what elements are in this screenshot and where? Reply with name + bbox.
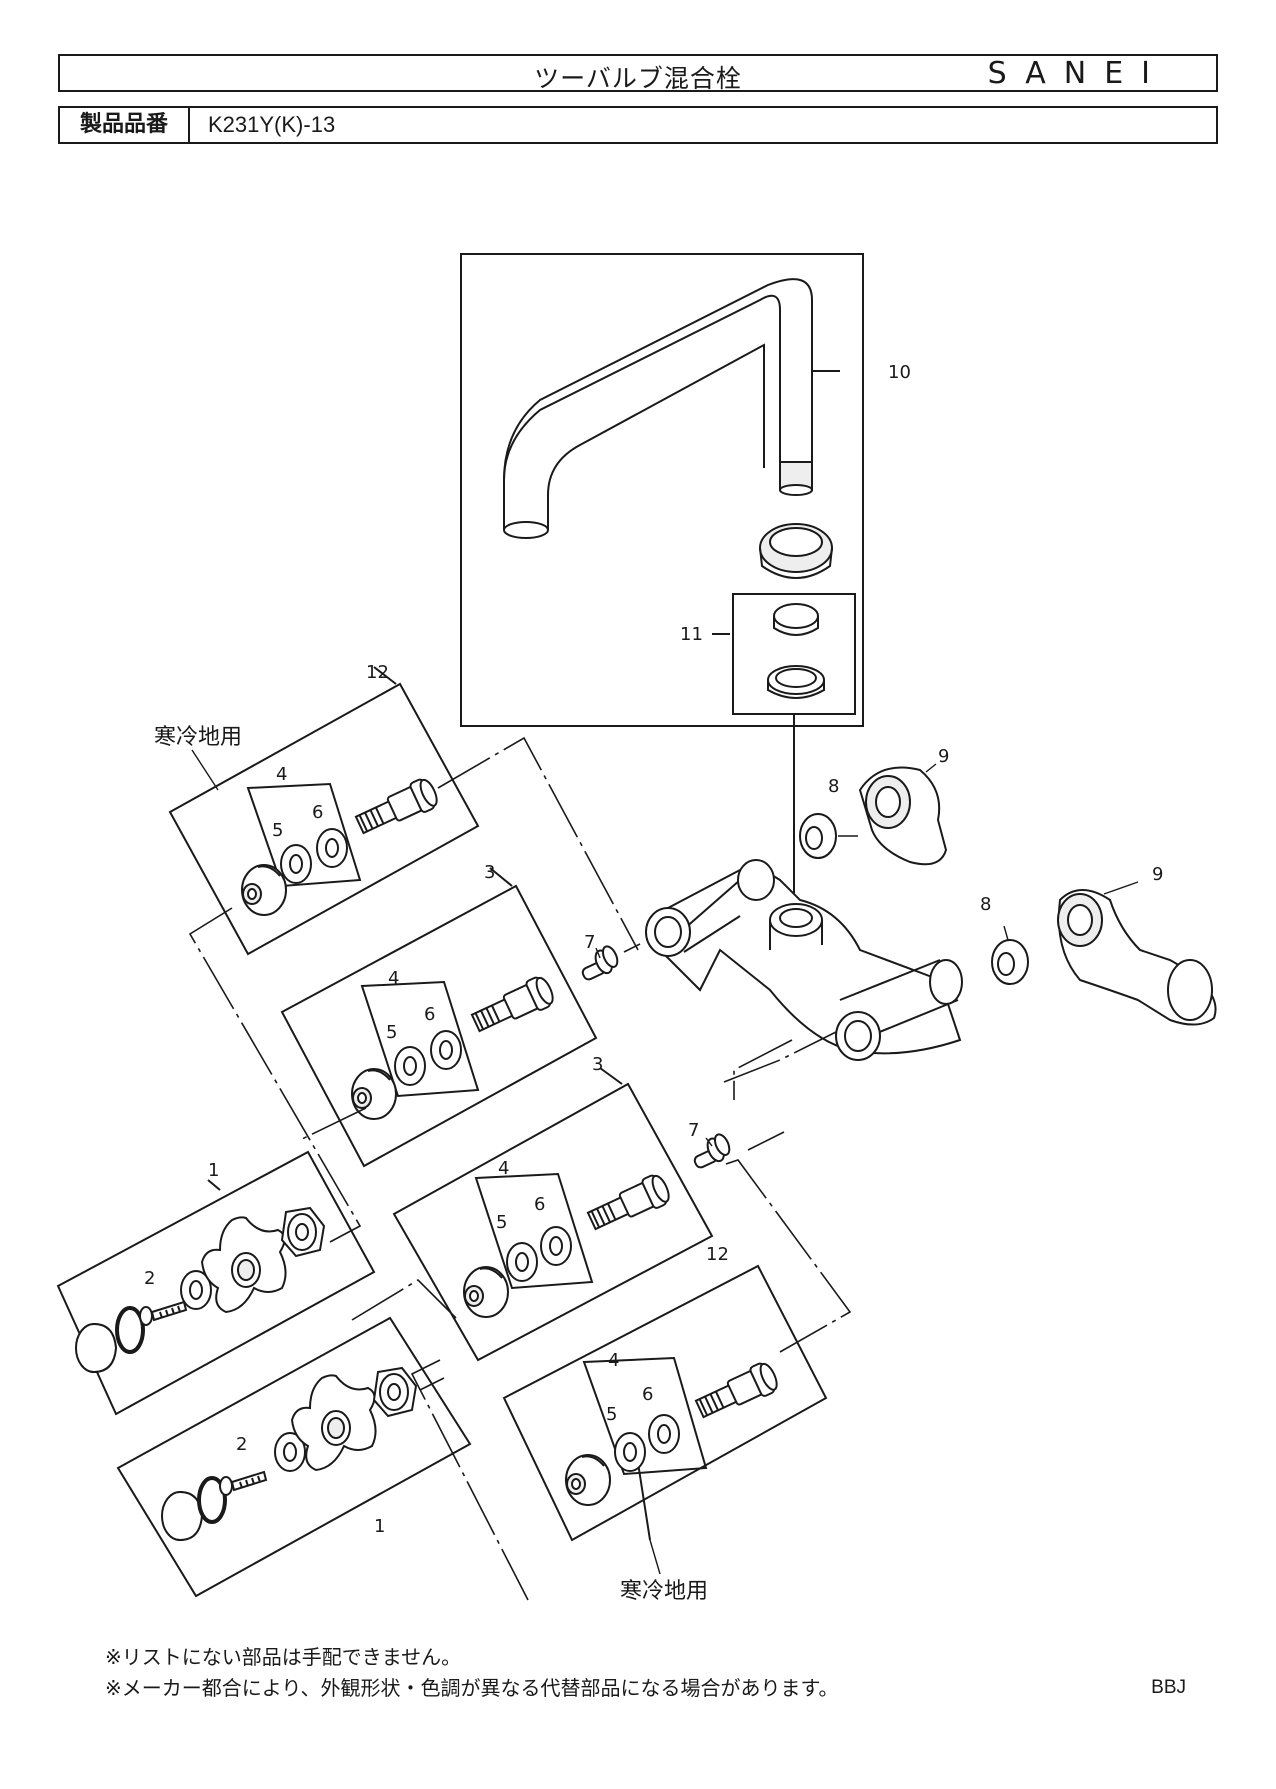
- callouts: 10 11 12 4 5 6 3 4 5 6 7 8 9 8 9 3 7 1 2…: [144, 362, 1163, 1537]
- callout-4: 4: [498, 1158, 509, 1179]
- callout-6: 6: [534, 1194, 545, 1215]
- callout-5: 5: [496, 1212, 507, 1233]
- callout-4: 4: [276, 764, 287, 785]
- part-6-washer: [316, 828, 348, 868]
- callout-2-lower: 2: [236, 1434, 247, 1455]
- spout-box: [460, 253, 864, 727]
- part-12-spindle: [354, 774, 442, 839]
- label-cold-region-bottom: 寒冷地用: [620, 1579, 708, 1604]
- part-9-lower: [1057, 889, 1217, 1026]
- callout-5: 5: [272, 820, 283, 841]
- callout-11: 11: [680, 624, 703, 645]
- label-cold-region-top: 寒冷地用: [154, 725, 242, 750]
- spout-nut: [759, 523, 833, 579]
- callout-5: 5: [386, 1022, 397, 1043]
- product-title: ツーバルブ混合栓: [534, 64, 742, 93]
- callout-12-lower: 12: [706, 1244, 729, 1265]
- callout-7-lower: 7: [688, 1120, 699, 1141]
- callout-1-upper: 1: [208, 1160, 219, 1181]
- callout-3-lower: 3: [592, 1054, 603, 1075]
- part-number-value: K231Y(K)-13: [208, 112, 336, 137]
- part-number-box: 製品品番 K231Y(K)-13: [58, 106, 1218, 144]
- callout-3-upper: 3: [484, 862, 495, 883]
- brand-logo: SANEI: [987, 56, 1168, 91]
- callout-10: 10: [888, 362, 911, 383]
- box-12-upper: [168, 666, 480, 956]
- box-12-lower: [502, 1264, 828, 1542]
- part-12-cap: [241, 864, 287, 916]
- box-1-upper: [56, 1150, 376, 1416]
- title-box: ツーバルブ混合栓 SANEI: [58, 54, 1218, 93]
- box-3-lower: [392, 1067, 714, 1362]
- box-3-upper: [280, 867, 598, 1168]
- assembly-guides: [188, 736, 852, 1601]
- callout-1-lower: 1: [374, 1516, 385, 1537]
- callout-12-upper: 12: [366, 662, 389, 683]
- callout-6: 6: [312, 802, 323, 823]
- callout-5: 5: [606, 1404, 617, 1425]
- part-number-label: 製品品番: [60, 108, 190, 142]
- callout-4: 4: [388, 968, 399, 989]
- packing-parts: [712, 603, 825, 699]
- note-line: ※メーカー都合により、外観形状・色調が異なる代替部品になる場合があります。: [105, 1676, 839, 1700]
- spout-part: [503, 278, 840, 539]
- faucet-body: [645, 859, 963, 1061]
- footer-code: BBJ: [1151, 1677, 1186, 1698]
- callout-2-upper: 2: [144, 1268, 155, 1289]
- callout-4: 4: [608, 1350, 619, 1371]
- part-9-upper: [858, 766, 948, 866]
- callout-6: 6: [424, 1004, 435, 1025]
- cold-region-labels: 寒冷地用 寒冷地用: [154, 725, 708, 1604]
- callout-6: 6: [642, 1384, 653, 1405]
- leaders: [595, 763, 1139, 1147]
- callout-7-upper: 7: [584, 932, 595, 953]
- callout-8-lower: 8: [980, 894, 991, 915]
- notes: ※リストにない部品は手配できません。 ※メーカー都合により、外観形状・色調が異な…: [105, 1642, 839, 1704]
- callout-9-lower: 9: [1152, 864, 1163, 885]
- part-8-lower: [991, 939, 1029, 985]
- box-1-lower: [116, 1316, 472, 1598]
- part-8-upper: [799, 813, 837, 859]
- callout-8-upper: 8: [828, 776, 839, 797]
- callout-9-upper: 9: [938, 746, 949, 767]
- note-line: ※リストにない部品は手配できません。: [105, 1645, 462, 1669]
- part-5-washer: [280, 844, 312, 884]
